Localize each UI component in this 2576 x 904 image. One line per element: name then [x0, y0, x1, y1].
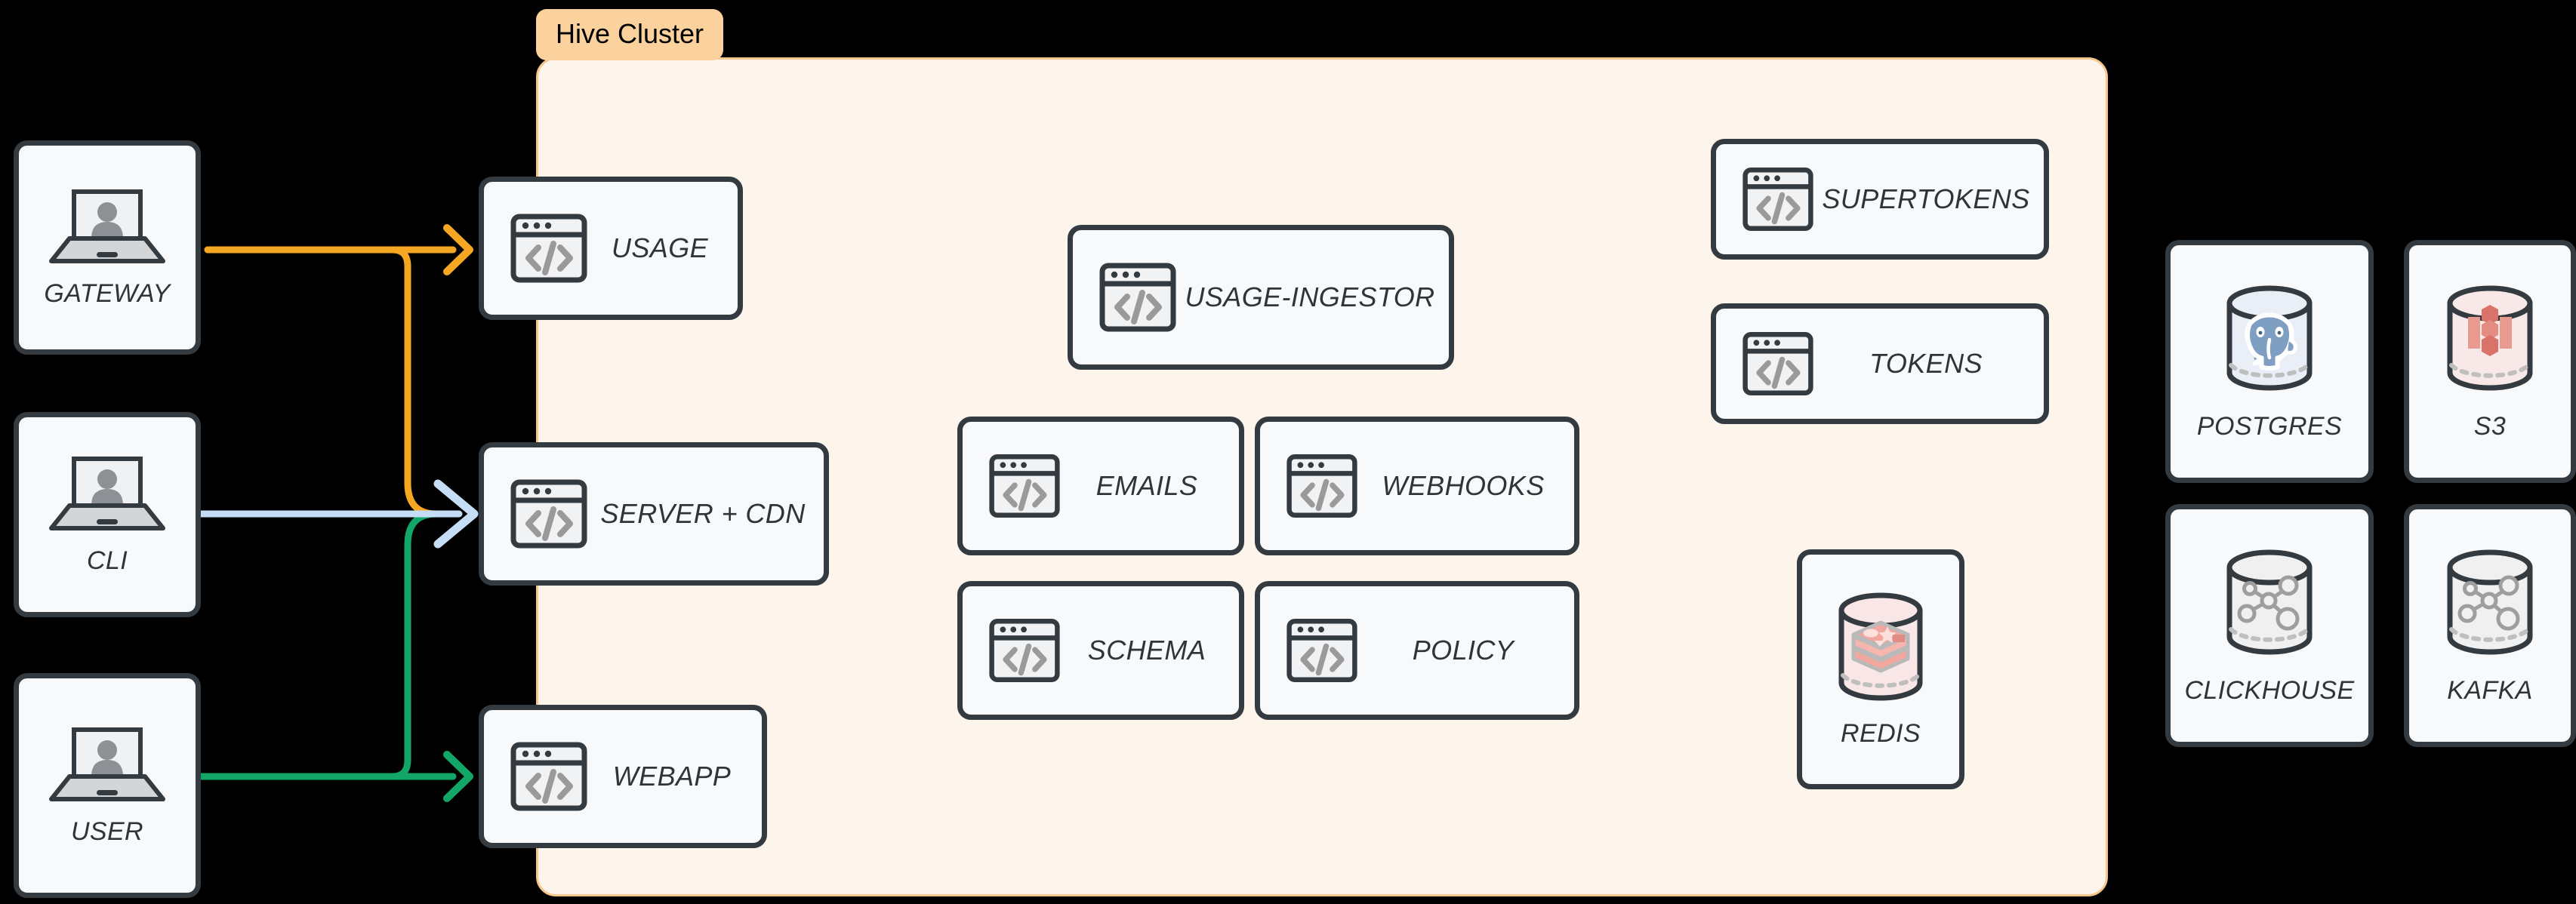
node-label: WEBHOOKS [1382, 470, 1545, 501]
code-window-icon [510, 737, 588, 816]
node-policy[interactable]: POLICY [1255, 581, 1579, 720]
node-label: CLICKHOUSE [2184, 675, 2355, 705]
node-gateway[interactable]: GATEWAY [14, 140, 201, 355]
node-label: USAGE [611, 232, 709, 263]
graph-cylinder-icon [2214, 546, 2325, 661]
laptop-person-icon [49, 187, 165, 266]
node-kafka[interactable]: KAFKA [2404, 504, 2576, 747]
edge-gateway [204, 224, 473, 518]
node-user[interactable]: USER [14, 673, 201, 898]
node-label: POSTGRES [2196, 411, 2343, 441]
node-label: KAFKA [2447, 675, 2533, 705]
node-supertokens[interactable]: SUPERTOKENS [1711, 139, 2049, 260]
edge-cli [197, 479, 479, 549]
node-label: GATEWAY [44, 278, 171, 308]
node-label: REDIS [1841, 718, 1921, 748]
code-window-icon [510, 209, 588, 287]
hive-cluster-badge: Hive Cluster [536, 9, 724, 60]
node-schema[interactable]: SCHEMA [957, 581, 1244, 720]
code-window-icon [1098, 258, 1177, 337]
node-label: USER [70, 816, 144, 846]
postgres-cylinder-icon [2214, 282, 2325, 397]
node-label: SUPERTOKENS [1822, 183, 2030, 214]
code-window-icon [1286, 614, 1358, 687]
node-label: SCHEMA [1087, 635, 1206, 666]
node-postgres[interactable]: POSTGRES [2165, 240, 2374, 483]
node-label: TOKENS [1869, 348, 1983, 379]
node-webapp[interactable]: WEBAPP [479, 705, 767, 848]
node-webhooks[interactable]: WEBHOOKS [1255, 417, 1579, 555]
code-window-icon [1742, 163, 1814, 235]
laptop-person-icon [49, 454, 165, 533]
node-redis[interactable]: REDIS [1797, 549, 1964, 789]
node-emails[interactable]: EMAILS [957, 417, 1244, 555]
s3-cylinder-icon [2435, 282, 2545, 397]
code-window-icon [988, 614, 1061, 687]
node-label: POLICY [1412, 635, 1514, 666]
laptop-person-icon [49, 725, 165, 804]
redis-cylinder-icon [1828, 591, 1934, 704]
code-window-icon [510, 475, 588, 553]
node-clickhouse[interactable]: CLICKHOUSE [2165, 504, 2374, 747]
node-tokens[interactable]: TOKENS [1711, 303, 2049, 424]
node-usage[interactable]: USAGE [479, 177, 743, 320]
node-cli[interactable]: CLI [14, 412, 201, 617]
node-label: CLI [86, 546, 128, 575]
node-s3[interactable]: S3 [2404, 240, 2576, 483]
node-label: USAGE-INGESTOR [1185, 281, 1435, 312]
node-label: WEBAPP [612, 761, 732, 792]
code-window-icon [1286, 450, 1358, 522]
node-label: EMAILS [1095, 470, 1198, 501]
node-server-cdn[interactable]: SERVER + CDN [479, 442, 829, 586]
edge-user [197, 510, 473, 802]
graph-cylinder-icon [2435, 546, 2545, 661]
node-label: S3 [2473, 411, 2507, 441]
code-window-icon [988, 450, 1061, 522]
node-usage-ingestor[interactable]: USAGE-INGESTOR [1068, 225, 1454, 370]
code-window-icon [1742, 327, 1814, 400]
node-label: SERVER + CDN [600, 498, 806, 529]
